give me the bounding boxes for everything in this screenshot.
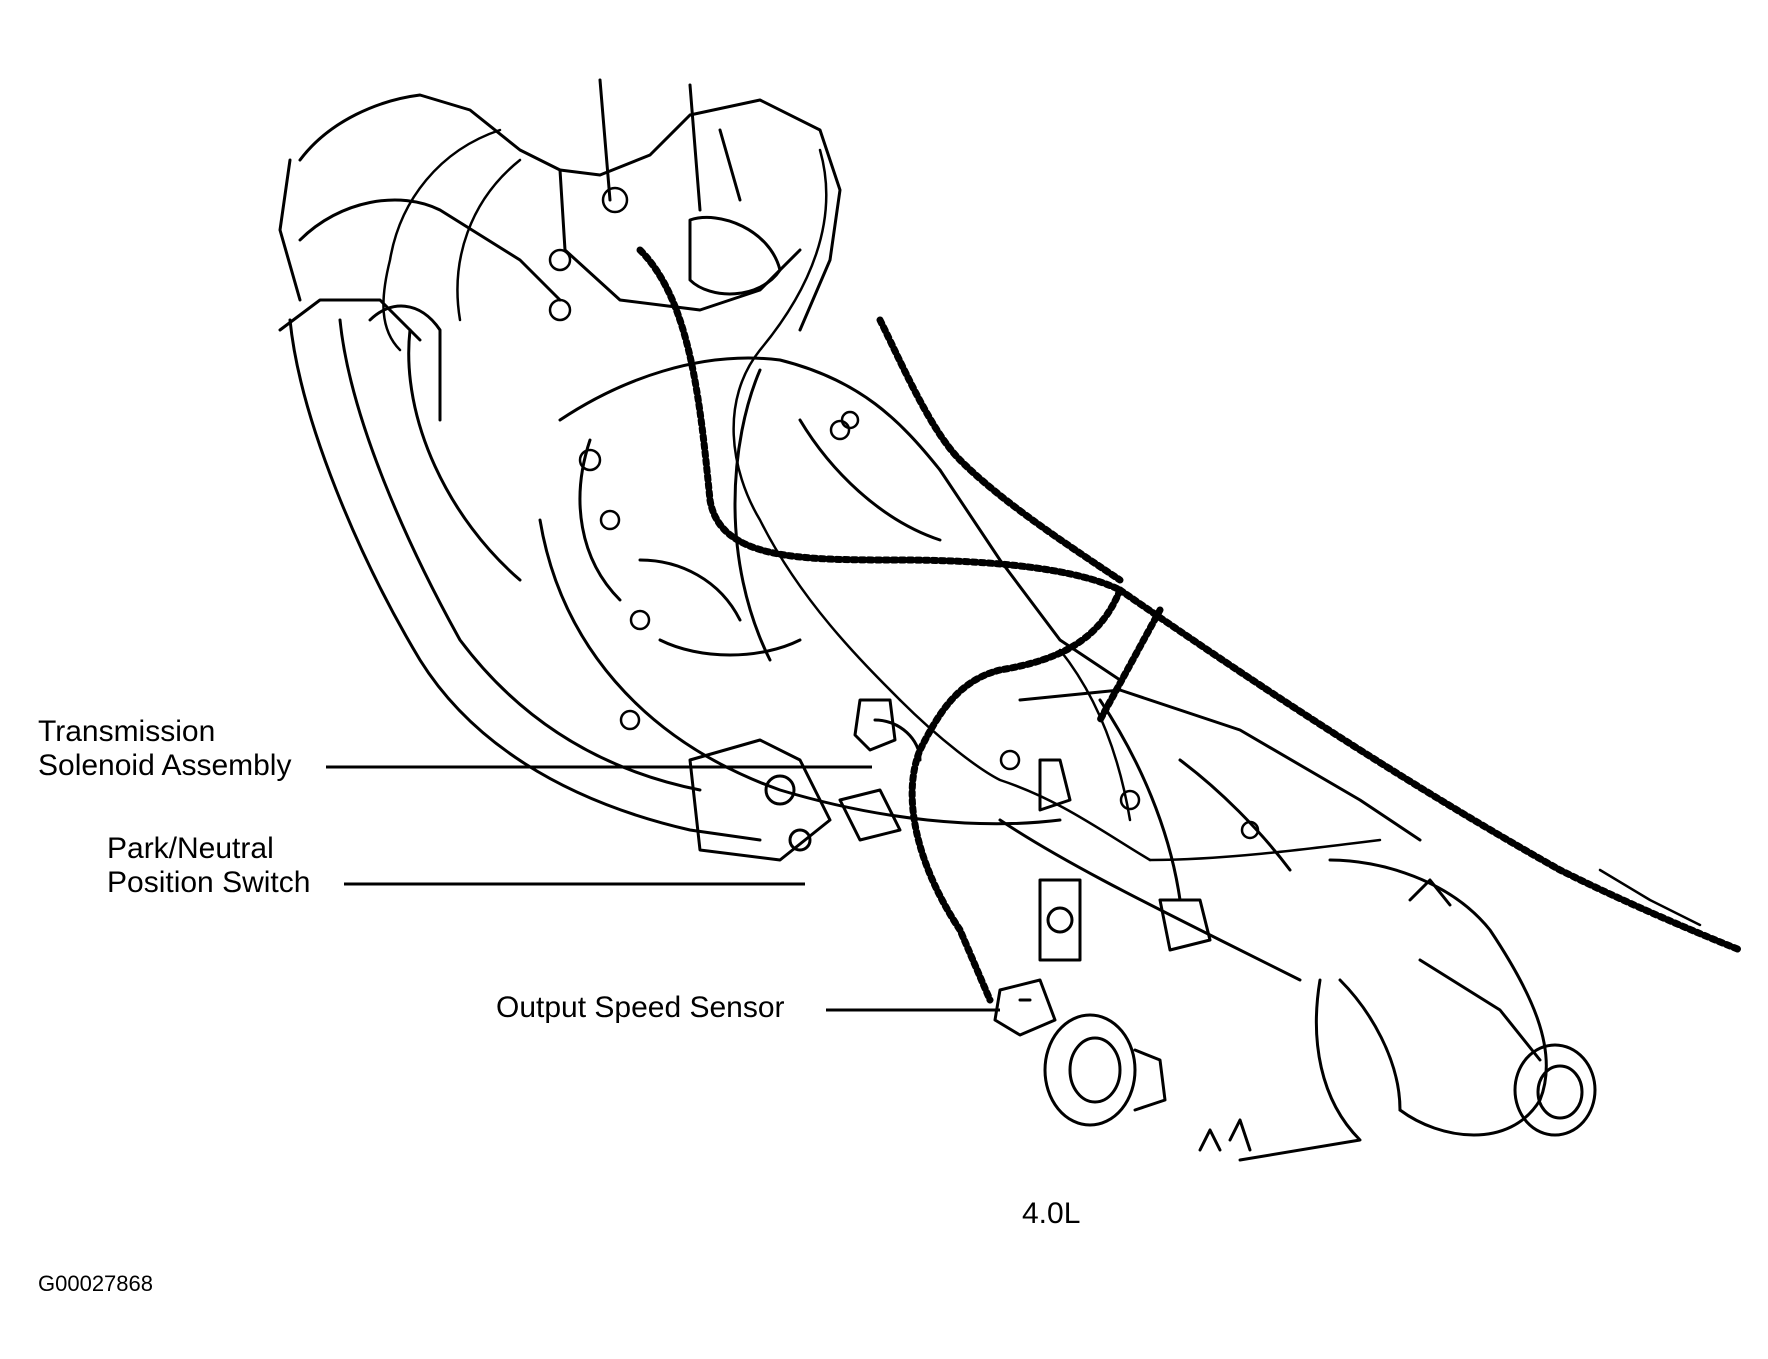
wiring-harness: [636, 246, 1744, 1004]
exhaust-pipe: [288, 304, 762, 842]
extension-housing: [998, 688, 1422, 982]
figure-id: G00027868: [38, 1271, 153, 1296]
speed-sensor-body: [993, 978, 1057, 1037]
engine-bell-housing: [278, 78, 842, 342]
callout-solenoid-line-1: Transmission: [38, 715, 216, 748]
callout-solenoid: Transmission Solenoid Assembly: [38, 715, 291, 783]
callout-speed-sensor: Output Speed Sensor: [496, 991, 785, 1025]
callout-park-neutral-line-2: Position Switch: [107, 866, 311, 899]
engine-label: 4.0L: [1022, 1197, 1081, 1230]
transfer-case: [1238, 858, 1597, 1162]
callout-park-neutral-line-1: Park/Neutral: [107, 832, 274, 865]
callout-solenoid-line-2: Solenoid Assembly: [38, 749, 292, 782]
callout-park-neutral: Park/Neutral Position Switch: [107, 832, 310, 900]
transmission-case: [538, 356, 1122, 862]
solenoid-connector: [838, 698, 922, 842]
bolts: [548, 186, 1260, 840]
callout-speed-sensor-line-1: Output Speed Sensor: [496, 991, 785, 1024]
leader-lines: [326, 765, 1000, 1012]
thin-wires: [382, 128, 1702, 927]
output-flange: [1043, 1013, 1252, 1152]
